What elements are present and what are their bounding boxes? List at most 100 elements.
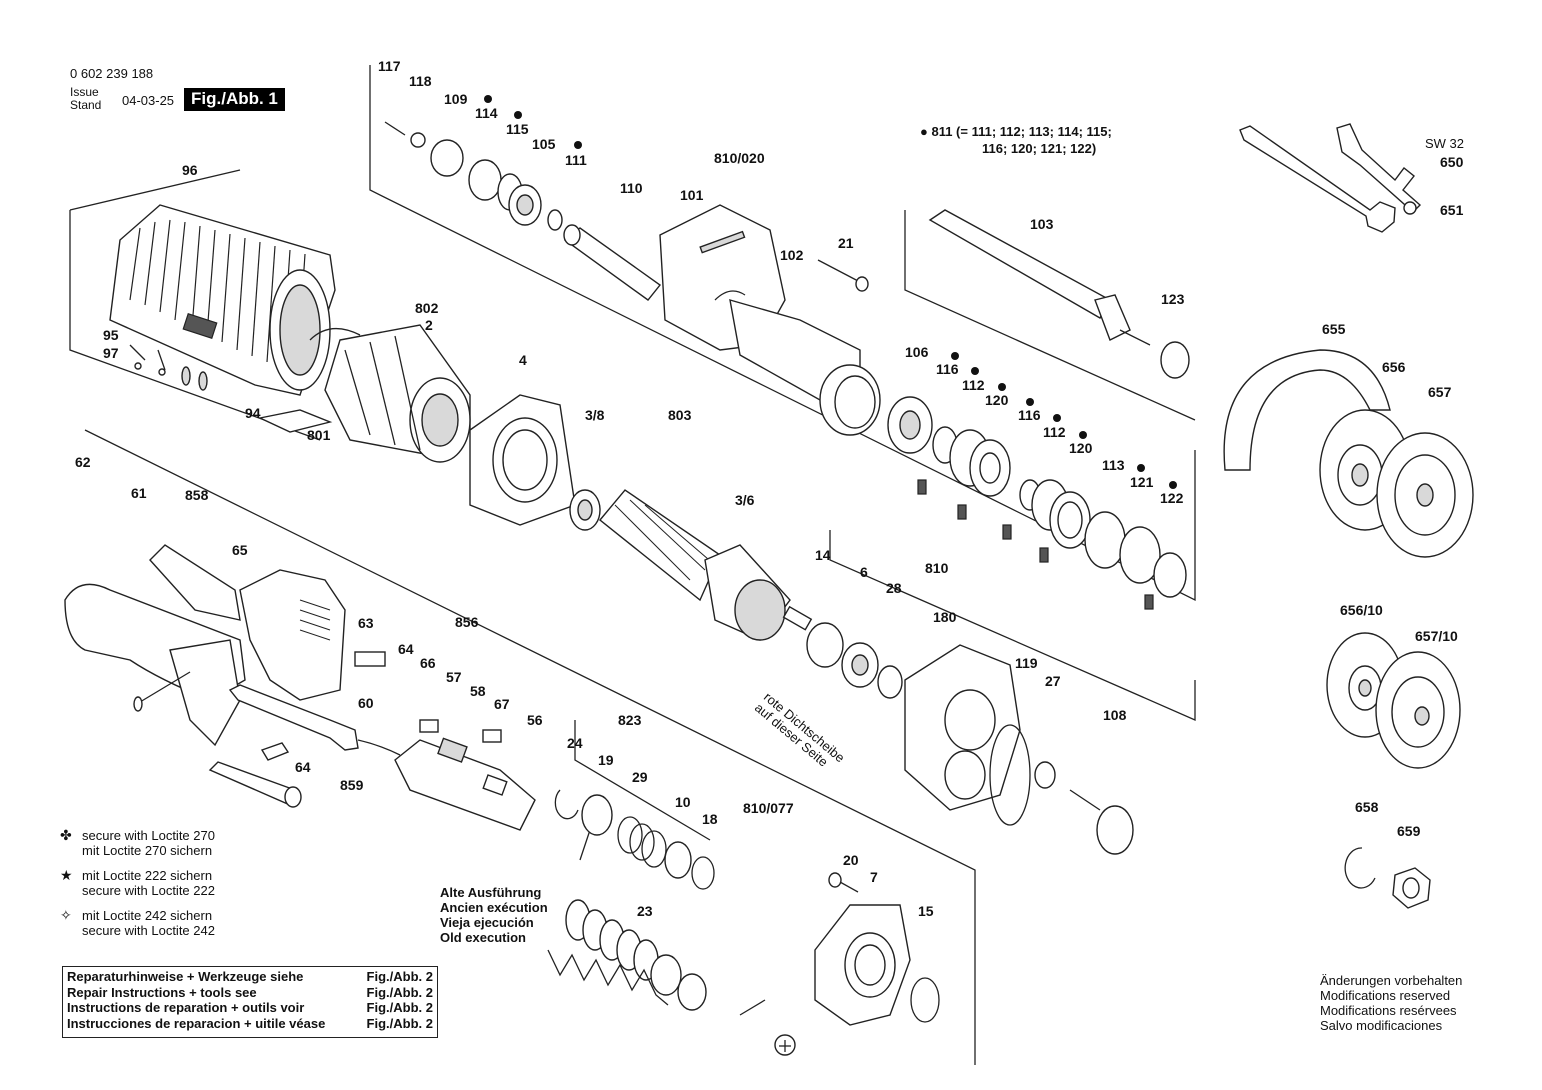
label-7: 7 <box>870 869 878 885</box>
legend-line: mit Loctite 242 sichern <box>82 908 213 923</box>
label-116a: 116 <box>936 361 959 377</box>
label-650: 650 <box>1440 154 1464 170</box>
label-97: 97 <box>103 345 119 361</box>
reference-row: Instrucciones de reparacion + uitile véa… <box>67 1016 433 1032</box>
bearing-stack <box>887 396 1187 610</box>
label-6: 6 <box>860 564 868 580</box>
gear-housing-810-020 <box>659 204 881 436</box>
old-execution-note: Alte Ausführung Ancien exécution Vieja e… <box>440 885 548 945</box>
field-stator-2 <box>309 324 471 463</box>
label-122: 122 <box>1160 490 1184 506</box>
label-67: 67 <box>494 696 510 712</box>
label-101: 101 <box>680 187 704 203</box>
modifications-note: Änderungen vorbehalten Modifications res… <box>1320 973 1462 1033</box>
clamp-64 <box>260 742 290 761</box>
label-123: 123 <box>1161 291 1185 307</box>
handle-shell-858 <box>64 544 246 747</box>
gear-housing-810 <box>904 644 1021 811</box>
label-810-077: 810/077 <box>743 800 794 816</box>
clutch-parts-823 <box>554 789 715 890</box>
label-29: 29 <box>632 769 648 785</box>
label-65: 65 <box>232 542 248 558</box>
reference-text: Instrucciones de reparacion + uitile véa… <box>67 1015 326 1031</box>
label-111: 111 <box>565 152 587 168</box>
old-execution-es: Vieja ejecución <box>440 915 534 930</box>
loctite-242-icon: ✧ <box>60 907 72 923</box>
label-28: 28 <box>886 580 902 596</box>
legend-loctite-270: ✤ secure with Loctite 270 mit Loctite 27… <box>60 827 215 859</box>
circlip-658 <box>1344 847 1376 889</box>
label-823: 823 <box>618 712 642 728</box>
label-sw32: SW 32 <box>1425 136 1464 151</box>
legend-line: secure with Loctite 242 <box>82 923 215 938</box>
spindle-103 <box>928 209 1190 379</box>
legend-loctite-222: ★ mit Loctite 222 sichern secure with Lo… <box>60 868 215 899</box>
label-58: 58 <box>470 683 486 699</box>
label-651: 651 <box>1440 202 1464 218</box>
document-number: 0 602 239 188 <box>70 66 154 81</box>
label-856: 856 <box>455 614 479 630</box>
fan-guide-4 <box>469 394 576 526</box>
label-20: 20 <box>843 852 859 868</box>
label-659: 659 <box>1397 823 1421 839</box>
loctite-270-icon: ✤ <box>60 827 72 843</box>
reference-figure-link[interactable]: Fig./Abb. 2 <box>366 1000 433 1015</box>
label-121: 121 <box>1130 474 1154 490</box>
reference-figure-link[interactable]: Fig./Abb. 2 <box>366 1015 433 1031</box>
legend-line: secure with Loctite 270 <box>82 828 215 843</box>
bearing-3-8 <box>569 489 601 531</box>
label-118: 118 <box>409 73 432 89</box>
label-108: 108 <box>1103 707 1127 723</box>
reference-row: Instructions de reparation + outils voir… <box>67 1000 433 1016</box>
label-64b: 64 <box>295 759 311 775</box>
clip-63 <box>354 651 386 667</box>
modifications-en: Modifications reserved <box>1320 988 1451 1003</box>
label-23: 23 <box>637 903 653 919</box>
washer-27 <box>1034 761 1056 789</box>
label-62: 62 <box>75 454 91 470</box>
bearings-14-6-28 <box>806 622 903 699</box>
wheel-guard-655 <box>1223 349 1391 471</box>
label-119: 119 <box>1015 655 1038 671</box>
legend-line: mit Loctite 222 sichern <box>82 868 213 883</box>
label-116b: 116 <box>1018 407 1041 423</box>
kit-note: ● 811 (= 111; 112; 113; 114; 115; 116; 1… <box>920 123 1112 157</box>
old-execution-de: Alte Ausführung <box>440 885 542 900</box>
reference-text: Reparaturhinweise + Werkzeuge siehe <box>67 969 304 984</box>
kit-marker-dots <box>484 95 1177 489</box>
label-96: 96 <box>182 162 198 178</box>
label-4: 4 <box>519 352 527 368</box>
label-60: 60 <box>358 695 374 711</box>
modifications-fr: Modifications resérvees <box>1320 1003 1457 1018</box>
label-110: 110 <box>620 180 643 196</box>
flange-657 <box>1376 432 1474 558</box>
o-ring-119 <box>989 724 1031 826</box>
issue-date: 04-03-25 <box>122 93 175 108</box>
label-66: 66 <box>420 655 436 671</box>
circlip-15 <box>910 977 940 1023</box>
label-113: 113 <box>1102 457 1125 473</box>
kit-note-line1: ● 811 (= 111; 112; 113; 114; 115; <box>920 124 1112 139</box>
switch-assembly-856 <box>394 719 536 831</box>
label-106: 106 <box>905 344 929 360</box>
label-658: 658 <box>1355 799 1379 815</box>
spring-stack-23 <box>547 899 707 1011</box>
label-655: 655 <box>1322 321 1346 337</box>
part-labels: 117 118 109 114 115 105 111 110 810/020 … <box>75 58 1464 919</box>
reference-figure-link[interactable]: Fig./Abb. 2 <box>366 969 433 984</box>
nut-659 <box>1392 867 1431 909</box>
label-803: 803 <box>668 407 692 423</box>
label-656: 656 <box>1382 359 1406 375</box>
label-94: 94 <box>245 405 261 421</box>
label-64a: 64 <box>398 641 414 657</box>
label-61: 61 <box>131 485 147 501</box>
screw-20 <box>828 872 859 893</box>
label-657-10: 657/10 <box>1415 628 1458 644</box>
label-180: 180 <box>933 609 957 625</box>
modifications-es: Salvo modificaciones <box>1320 1018 1443 1033</box>
spindle-sleeve-110 <box>563 224 662 301</box>
reference-figure-link[interactable]: Fig./Abb. 2 <box>366 984 433 1000</box>
gear-assembly-109-105 <box>384 121 563 231</box>
label-657: 657 <box>1428 384 1452 400</box>
